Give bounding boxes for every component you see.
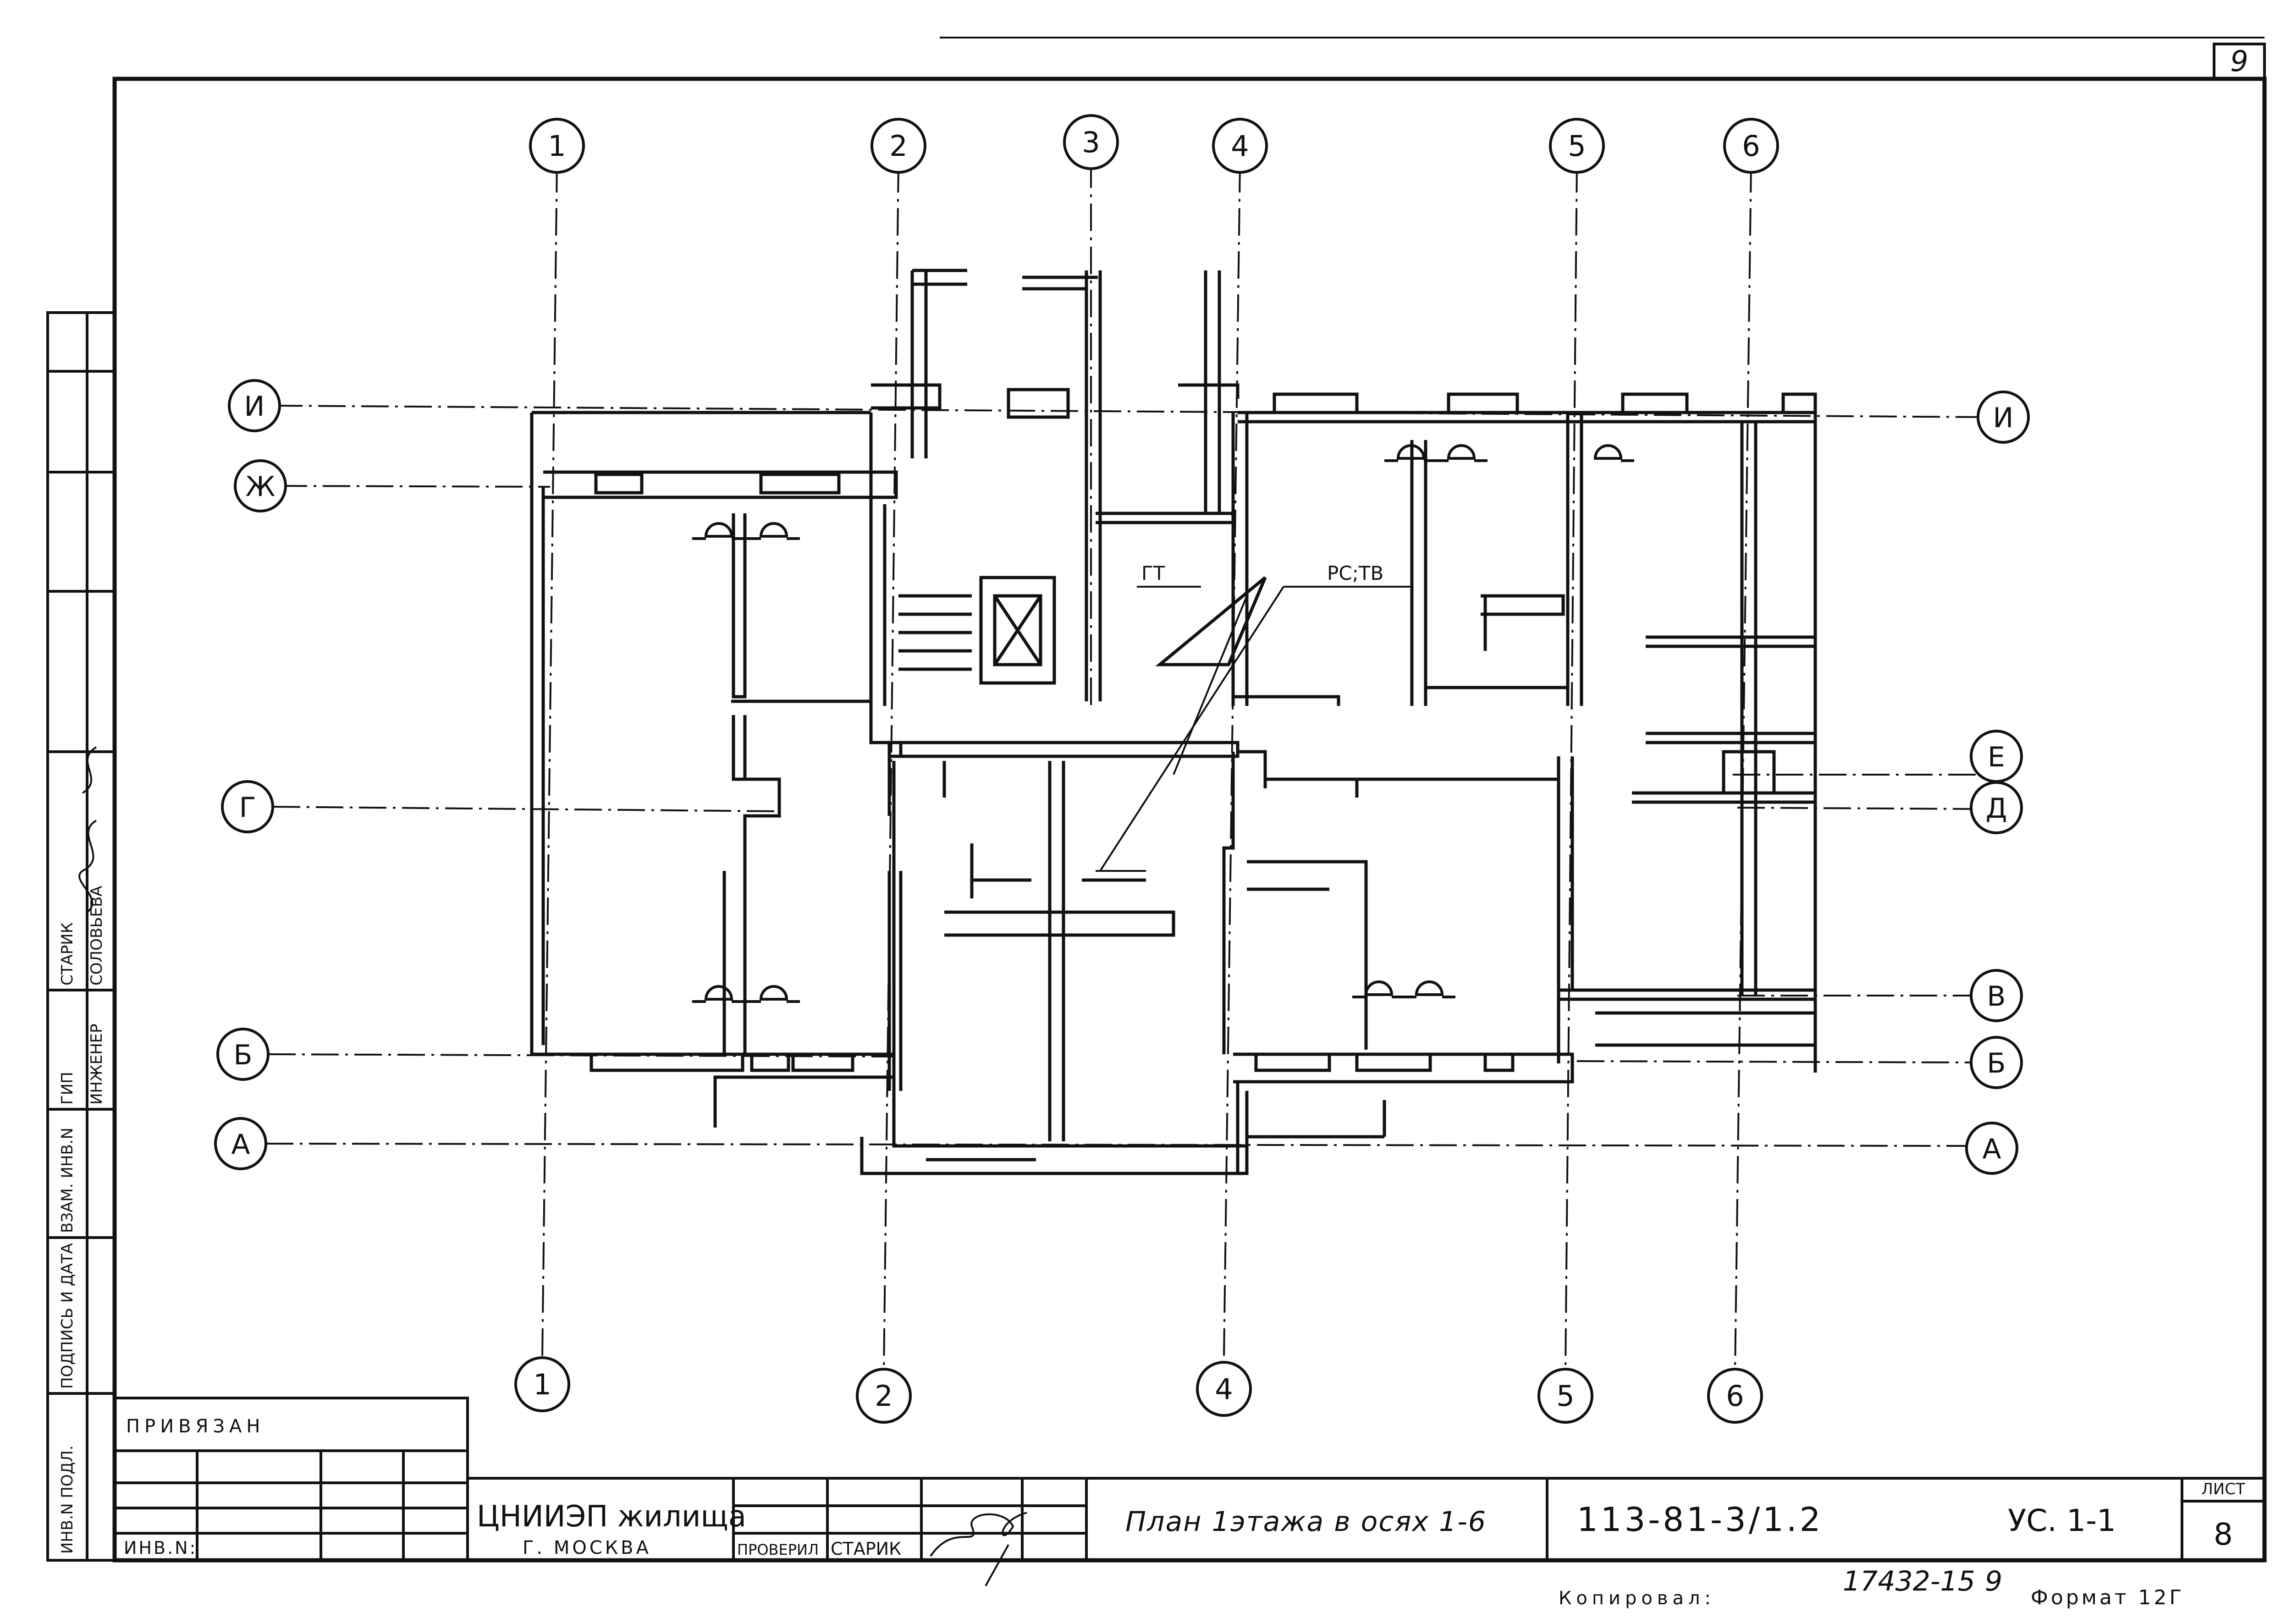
axis-markers-right: И Е Д В Б А bbox=[1965, 391, 2030, 1175]
project-code: 113-81-3/1.2 bbox=[1577, 1500, 1824, 1539]
axis-label-top-6: 6 bbox=[1742, 129, 1760, 163]
axis-line-G bbox=[272, 806, 780, 812]
sheet-label: ЛИСТ bbox=[2201, 1480, 2245, 1498]
axis-bubble-top-5: 5 bbox=[1549, 118, 1605, 174]
axis-label-left-B: Б bbox=[233, 1039, 252, 1071]
axis-line-B-right bbox=[1576, 1060, 1976, 1063]
axis-bubble-top-4: 4 bbox=[1212, 118, 1268, 174]
axis-label-left-A: А bbox=[231, 1129, 250, 1161]
axis-bubble-left-A: А bbox=[214, 1117, 267, 1170]
side-inv-orig: ИНВ.N ПОДЛ. bbox=[58, 1445, 77, 1554]
checked-name: СТАРИК bbox=[831, 1539, 901, 1559]
drawing-frame bbox=[112, 77, 2267, 1563]
tied-label: ПРИВЯЗАН bbox=[126, 1416, 264, 1437]
axis-bubble-right-B: Б bbox=[1970, 1036, 2023, 1089]
axis-label-top-3: 3 bbox=[1082, 126, 1100, 159]
axis-label-right-A: А bbox=[1982, 1133, 2001, 1165]
axis-line-I bbox=[275, 405, 1985, 418]
axis-bubble-top-1: 1 bbox=[529, 118, 585, 174]
axis-bubble-right-I: И bbox=[1977, 391, 2030, 444]
side-stamp-grid bbox=[46, 311, 116, 1562]
corner-sheet-number: 9 bbox=[2230, 44, 2248, 78]
axis-bubble-bottom-5: 5 bbox=[1537, 1368, 1593, 1424]
side-replace-inv: ВЗАМ. ИНВ.N bbox=[58, 1128, 77, 1233]
checked-role: ПРОВЕРИЛ bbox=[737, 1541, 819, 1558]
axis-label-top-1: 1 bbox=[548, 129, 566, 163]
axis-markers-bottom: 1 2 4 5 6 bbox=[514, 1356, 1763, 1424]
side-role-engineer: ИНЖЕНЕР bbox=[88, 1024, 106, 1105]
axis-bubble-left-I: И bbox=[228, 379, 281, 432]
axis-label-bottom-2: 2 bbox=[875, 1379, 893, 1413]
inv-label: ИНВ.N: bbox=[124, 1538, 197, 1558]
axis-label-right-E: Е bbox=[1988, 741, 2005, 773]
format-label: Формат 12Г bbox=[2031, 1586, 2184, 1609]
axis-label-right-D: Д bbox=[1986, 793, 2007, 825]
annotation-gt: ГТ bbox=[1141, 562, 1165, 584]
stamp-suffix: 9 bbox=[1985, 1565, 2002, 1597]
annotation-leaders bbox=[1096, 586, 1412, 872]
side-name-solovieva: СОЛОВЬЕВА bbox=[88, 886, 106, 985]
axis-bubble-left-G: Г bbox=[221, 780, 274, 833]
axis-markers-top: 1 2 3 4 5 6 bbox=[529, 114, 1779, 174]
axis-label-right-B: Б bbox=[1987, 1047, 2006, 1079]
annotation-rs-tv: РС;ТВ bbox=[1327, 562, 1383, 584]
axis-bubble-left-Zh: Ж bbox=[234, 459, 287, 512]
axis-markers-left: И Ж Г Б А bbox=[214, 379, 287, 1170]
side-stamp-texts: ИНВ.N ПОДЛ. ПОДПИСЬ И ДАТА ВЗАМ. ИНВ.N Г… bbox=[58, 886, 106, 1554]
signature-checked bbox=[930, 1512, 1027, 1557]
axis-grid bbox=[265, 160, 1985, 1371]
side-role-gip: ГИП bbox=[58, 1072, 77, 1105]
axis-bubble-bottom-4: 4 bbox=[1196, 1361, 1252, 1417]
copied-label: Копировал: bbox=[1559, 1588, 1715, 1609]
city-name: Г. МОСКВА bbox=[523, 1537, 651, 1558]
axis-bubble-bottom-1: 1 bbox=[514, 1356, 570, 1412]
sheet-number: 8 bbox=[2214, 1517, 2233, 1552]
axis-label-left-Zh: Ж bbox=[246, 471, 275, 503]
sheet-mark: УС. 1-1 bbox=[2008, 1503, 2116, 1538]
axis-line-2 bbox=[883, 165, 899, 1371]
axis-label-top-4: 4 bbox=[1231, 129, 1249, 163]
axis-bubble-right-A: А bbox=[1965, 1122, 2018, 1175]
signature-side bbox=[78, 820, 97, 913]
axis-label-top-5: 5 bbox=[1568, 129, 1586, 163]
axis-line-5 bbox=[1565, 165, 1578, 1371]
axis-label-bottom-5: 5 bbox=[1556, 1379, 1574, 1413]
drawing-title: План 1этажа в осях 1-6 bbox=[1125, 1506, 1487, 1538]
axis-bubble-left-B: Б bbox=[216, 1028, 270, 1081]
side-name-starik: СТАРИК bbox=[58, 922, 77, 985]
axis-line-6 bbox=[1734, 165, 1752, 1371]
axis-label-top-2: 2 bbox=[889, 129, 907, 163]
axis-line-Zh bbox=[279, 485, 551, 488]
axis-bubble-right-V: В bbox=[1970, 969, 2023, 1022]
organization-name: ЦНИИЭП жилища bbox=[477, 1500, 746, 1534]
axis-bubble-top-2: 2 bbox=[871, 118, 926, 174]
axis-line-1 bbox=[541, 165, 558, 1357]
title-block-grid bbox=[466, 1477, 2266, 1562]
stamp-number: 17432-15 bbox=[1843, 1565, 1975, 1597]
building-walls bbox=[530, 269, 1817, 1175]
axis-bubble-right-D: Д bbox=[1970, 781, 2023, 834]
axis-bubble-bottom-6: 6 bbox=[1707, 1368, 1763, 1424]
axis-label-left-I: И bbox=[244, 391, 265, 423]
axis-label-right-V: В bbox=[1987, 980, 2006, 1013]
axis-bubble-top-6: 6 bbox=[1723, 118, 1779, 174]
title-block-texts: ПРИВЯЗАН ИНВ.N: ЦНИИЭП жилища Г. МОСКВА … bbox=[124, 1416, 2245, 1609]
axis-line-D bbox=[1737, 807, 1981, 810]
axis-bubble-bottom-2: 2 bbox=[856, 1368, 912, 1424]
axis-label-right-I: И bbox=[1993, 402, 2014, 434]
axis-label-left-G: Г bbox=[239, 792, 256, 824]
plumbing-fixtures bbox=[692, 444, 1634, 1003]
axis-bubble-top-3: 3 bbox=[1063, 114, 1119, 170]
side-signature-date: ПОДПИСЬ И ДАТА bbox=[58, 1243, 77, 1389]
axis-label-bottom-4: 4 bbox=[1215, 1372, 1233, 1406]
axis-label-bottom-1: 1 bbox=[533, 1368, 551, 1401]
axis-label-bottom-6: 6 bbox=[1726, 1379, 1744, 1413]
axis-bubble-right-E: Е bbox=[1970, 730, 2023, 783]
